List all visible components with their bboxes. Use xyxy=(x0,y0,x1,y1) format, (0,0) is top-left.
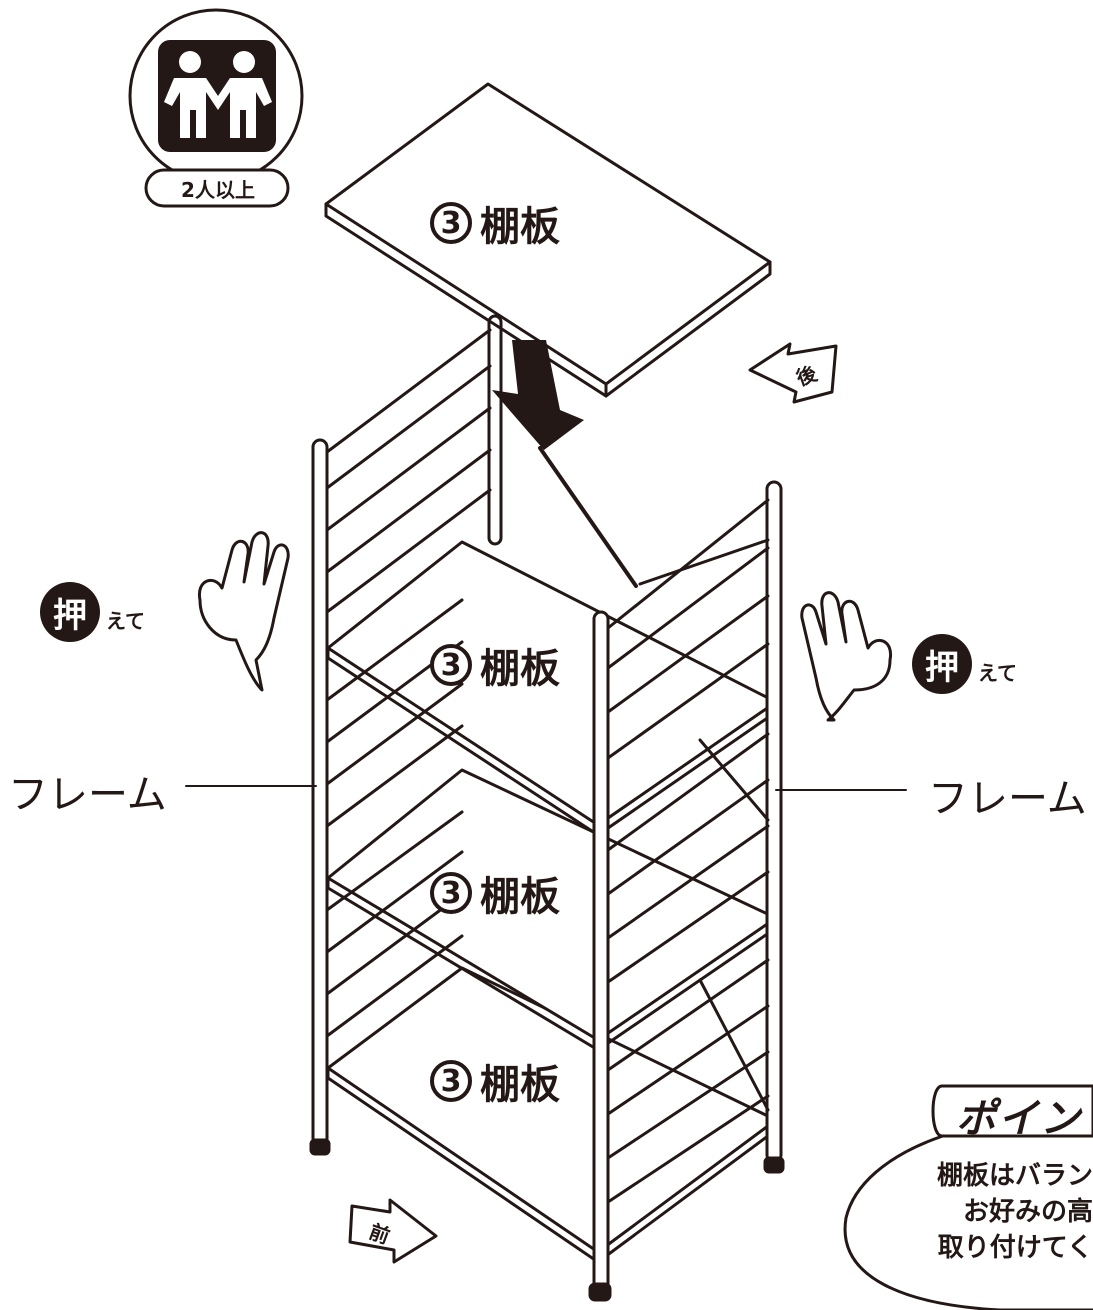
press-suffix: えて xyxy=(106,608,145,633)
press-kanji: 押 xyxy=(40,582,100,642)
press-kanji: 押 xyxy=(912,634,972,694)
point-callout xyxy=(843,1084,1093,1310)
press-label-right: 押 えて xyxy=(912,634,1017,694)
shelf-name: 棚板 xyxy=(480,204,560,250)
two-people-badge xyxy=(128,8,304,208)
shelf-number: 3 xyxy=(430,202,472,244)
down-arrow xyxy=(492,340,638,588)
shelf-label-top: 3 棚板 xyxy=(430,194,560,252)
back-arrow xyxy=(748,342,838,404)
point-body: 棚板はバラン お好みの高 取り付けてく xyxy=(893,1158,1093,1266)
shelf-number: 3 xyxy=(430,872,472,914)
badge-label: 2人以上 xyxy=(181,177,255,202)
frame-label-left: フレーム xyxy=(8,772,167,818)
point-line: 取り付けてく xyxy=(937,1233,1093,1263)
frame-label-right: フレーム xyxy=(928,776,1087,822)
point-title: ポイン xyxy=(956,1096,1082,1142)
shelf-label-bottom: 3 棚板 xyxy=(430,1052,560,1110)
hand-icon xyxy=(197,531,290,692)
right-frame xyxy=(588,480,785,1302)
shelf-number: 3 xyxy=(430,644,472,686)
shelf-number: 3 xyxy=(430,1060,472,1102)
left-frame xyxy=(309,314,503,1156)
shelf-top xyxy=(324,82,772,398)
point-line: お好みの高 xyxy=(962,1197,1093,1227)
shelf-name: 棚板 xyxy=(480,1062,560,1108)
shelf-label-third: 3 棚板 xyxy=(430,864,560,922)
hand-icon xyxy=(800,591,893,722)
front-arrow xyxy=(348,1198,438,1264)
press-label-left: 押 えて xyxy=(40,582,145,642)
shelf-name: 棚板 xyxy=(480,874,560,920)
shelf-label-second: 3 棚板 xyxy=(430,636,560,694)
point-line: 棚板はバラン xyxy=(936,1161,1093,1191)
shelf-name: 棚板 xyxy=(480,646,560,692)
press-suffix: えて xyxy=(978,660,1017,685)
